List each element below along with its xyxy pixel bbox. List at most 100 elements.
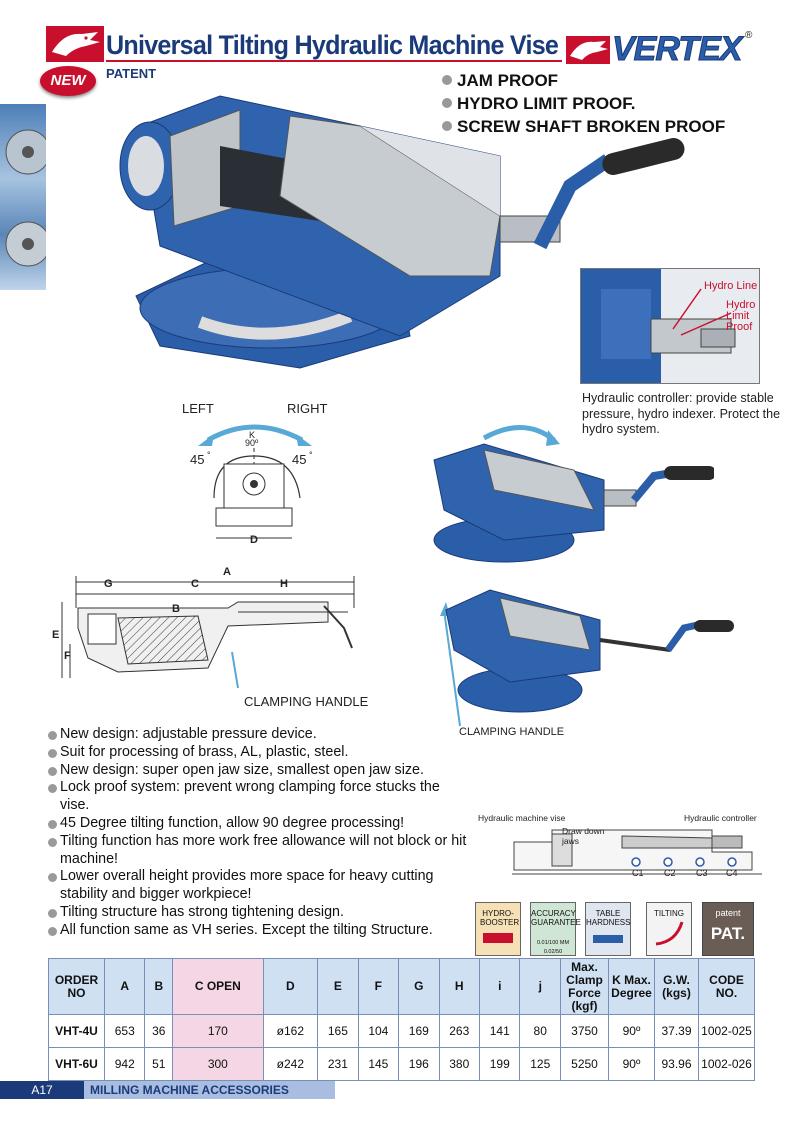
tilt-right-angle: 45	[292, 452, 307, 467]
cell-g: 169	[398, 1014, 440, 1048]
dim-g-label: G	[104, 578, 113, 590]
accuracy-guarantee-icon: ACCURACY GUARANTEE 0.01/100 MM 0.02/50	[530, 902, 581, 956]
table-row: VHT-6U 942 51 300 ø242 231 145 196 380 1…	[48, 1047, 755, 1081]
tilt-k-angle: 90º	[245, 438, 259, 448]
tilted-vise-photo	[433, 425, 714, 563]
brand-name: VERTEX	[611, 30, 742, 69]
new-badge: NEW	[40, 66, 96, 96]
section-right-label: Hydraulic controller	[684, 813, 757, 823]
patent-label: PATENT	[106, 66, 157, 81]
dim-c-label: C	[191, 578, 199, 590]
tilt-left-angle: 45	[190, 452, 205, 467]
cell-k-max-degree: 90º	[608, 1047, 655, 1081]
th-k-max-degree: K Max. Degree	[608, 958, 655, 1015]
dim-h-label: H	[280, 578, 288, 590]
cell-b: 51	[144, 1047, 174, 1081]
bullet-dot	[442, 98, 452, 108]
th-gw: G.W. (kgs)	[654, 958, 699, 1015]
cell-j: 80	[519, 1014, 561, 1048]
feature-hydro-limit: HYDRO LIMIT PROOF.	[442, 94, 636, 114]
cell-gw: 93.96	[654, 1047, 699, 1081]
cell-b: 36	[144, 1014, 174, 1048]
list-item: All function same as VH series. Except t…	[48, 922, 473, 940]
table-header-row: ORDER NO A B C OPEN D E F G H i j Max. C…	[48, 958, 755, 1015]
list-item: Lower overall height provides more space…	[48, 868, 473, 904]
cell-e: 231	[317, 1047, 359, 1081]
cell-h: 380	[438, 1047, 481, 1081]
th-f: F	[357, 958, 400, 1015]
cell-order-no: VHT-6U	[48, 1047, 105, 1081]
th-a: A	[103, 958, 146, 1015]
brand-registered: ®	[745, 30, 753, 41]
cell-gw: 37.39	[654, 1014, 699, 1048]
th-g: G	[398, 958, 440, 1015]
cell-j: 125	[519, 1047, 561, 1081]
list-item: Suit for processing of brass, AL, plasti…	[48, 744, 473, 762]
cell-max-clamp-force: 5250	[560, 1047, 609, 1081]
tilt-right-label: RIGHT	[287, 401, 328, 416]
list-item: New design: adjustable pressure device.	[48, 726, 473, 744]
spec-table: ORDER NO A B C OPEN D E F G H i j Max. C…	[48, 958, 755, 1081]
accuracy-sub-text: 0.01/100 MM 0.02/50	[536, 940, 570, 955]
patent-icon: patent PAT.	[702, 902, 754, 956]
th-h: H	[438, 958, 481, 1015]
table-row: VHT-4U 653 36 170 ø162 165 104 169 263 1…	[48, 1014, 755, 1048]
cell-order-no: VHT-4U	[48, 1014, 105, 1048]
table-hardness-text: TABLE HARDNESS	[586, 909, 631, 927]
cell-code-no: 1002-026	[698, 1047, 755, 1081]
cell-a: 653	[103, 1014, 146, 1048]
cell-c-open: 170	[172, 1014, 264, 1048]
cell-i: 141	[478, 1014, 521, 1048]
page-number: A17	[0, 1081, 84, 1099]
tilting-icon: TILTING	[646, 902, 692, 956]
hydro-line-label: Hydro Line	[704, 280, 758, 292]
patent-big-text: PAT.	[710, 924, 746, 943]
section-left-label: Hydraulic machine vise	[478, 813, 566, 823]
th-d: D	[262, 958, 319, 1015]
hydraulic-controller-description: Hydraulic controller: provide stable pre…	[582, 391, 781, 436]
section-c1: C1	[632, 868, 644, 878]
dim-e-label: E	[52, 629, 60, 641]
title-underline	[106, 60, 562, 62]
tilt-d-label: D	[250, 534, 258, 546]
feature-bullet-list: New design: adjustable pressure device. …	[48, 726, 473, 940]
tilting-text: TILTING	[653, 909, 685, 918]
th-b: B	[144, 958, 174, 1015]
list-item: 45 Degree tilting function, allow 90 deg…	[48, 815, 473, 833]
brand-eagle-icon	[566, 36, 610, 64]
feature-jam-proof: JAM PROOF	[442, 71, 558, 91]
brand-logo: VERTEX	[611, 30, 742, 69]
dim-a-label: A	[223, 566, 231, 578]
cell-max-clamp-force: 3750	[560, 1014, 609, 1048]
table-hardness-icon: TABLE HARDNESS	[585, 902, 631, 956]
inset-photo	[580, 268, 760, 384]
th-max-clamp-force: Max. Clamp Force (kgf)	[560, 958, 609, 1015]
page-title: Universal Tilting Hydraulic Machine Vise	[106, 30, 559, 60]
list-item: New design: super open jaw size, smalles…	[48, 762, 473, 780]
tilt-left-label: LEFT	[182, 401, 214, 416]
cell-e: 165	[317, 1014, 359, 1048]
section-c4: C4	[726, 868, 738, 878]
section-c3: C3	[696, 868, 708, 878]
side-dimension-diagram	[61, 576, 355, 688]
tilt-right-degree: °	[309, 450, 313, 460]
th-e: E	[317, 958, 359, 1015]
tilt-k-label: K	[249, 430, 256, 440]
th-i: i	[478, 958, 521, 1015]
jaws-label: jaws	[562, 836, 580, 846]
cell-i: 199	[478, 1047, 521, 1081]
new-badge-text: NEW	[50, 72, 86, 89]
bullet-dot	[442, 121, 452, 131]
tilt-diagram	[198, 424, 312, 539]
cell-f: 145	[357, 1047, 400, 1081]
eagle-logo	[46, 26, 104, 62]
photo-clamping-handle-label: CLAMPING HANDLE	[459, 726, 565, 738]
cell-g: 196	[398, 1047, 440, 1081]
cell-d: ø162	[262, 1014, 319, 1048]
list-item: Tilting structure has strong tightening …	[48, 904, 473, 922]
clamping-handle-label: CLAMPING HANDLE	[244, 694, 369, 709]
cell-d: ø242	[262, 1047, 319, 1081]
accuracy-text: ACCURACY GUARANTEE	[531, 909, 581, 927]
section-c2: C2	[664, 868, 676, 878]
footer-section-title: MILLING MACHINE ACCESSORIES	[90, 1083, 289, 1097]
